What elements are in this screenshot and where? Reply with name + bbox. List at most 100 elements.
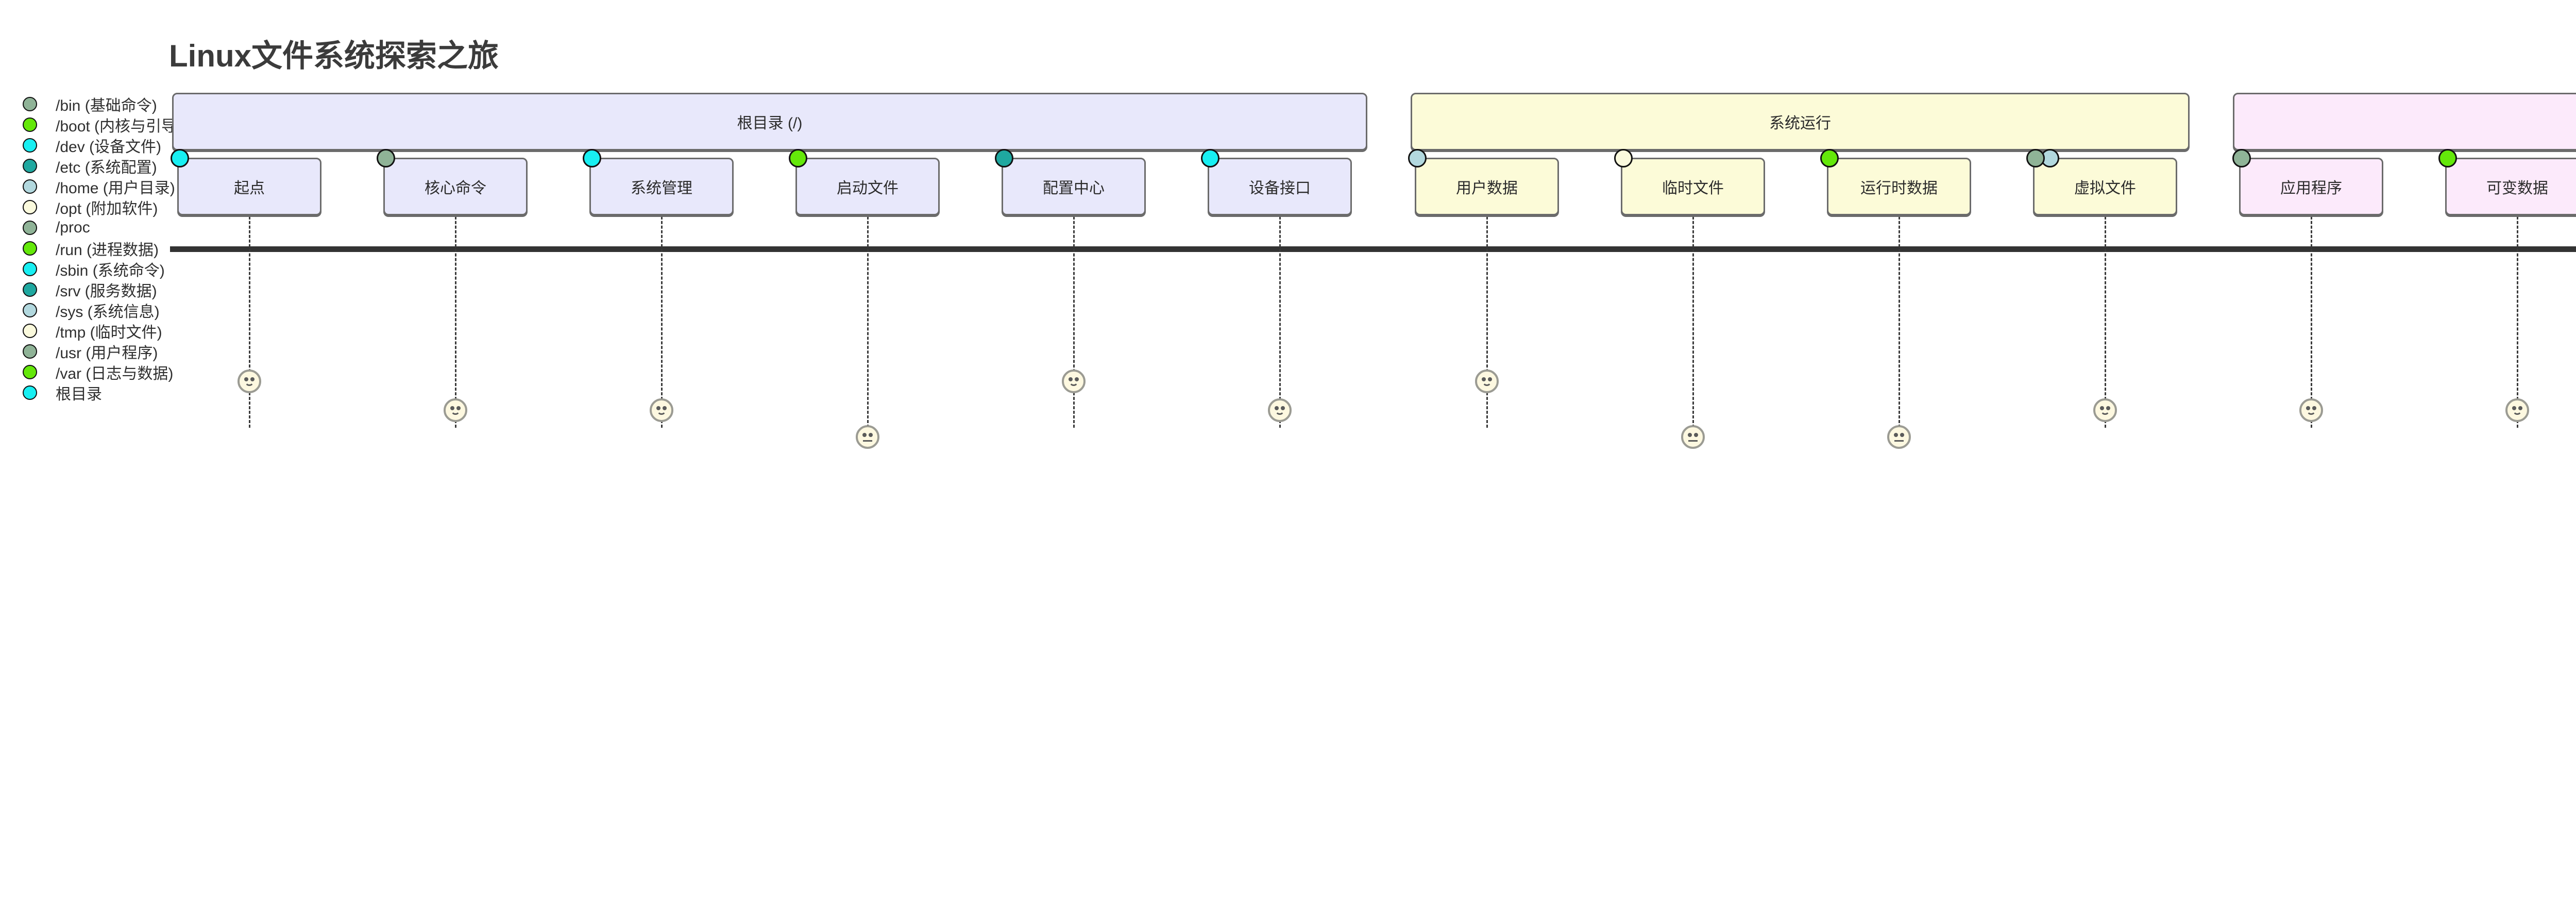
legend-color-swatch-icon [23,159,37,173]
milestone-card-label: 系统管理 [631,180,692,197]
legend-color-swatch-icon [23,179,37,194]
smiley-face-icon [1268,398,1292,422]
group-band[interactable]: 根目录 (/) [172,93,1367,150]
milestone-category-dot-icon [171,149,189,167]
milestone-card-label: 起点 [234,180,265,197]
face-eye-left-icon [450,406,454,410]
face-eye-left-icon [2100,406,2104,410]
face-mouth-icon [863,440,872,442]
milestone-card[interactable]: 虚拟文件 [2026,149,2177,215]
legend-color-swatch-icon [23,241,37,256]
milestone-card[interactable]: 起点 [171,149,321,215]
group-band[interactable]: 应用与数据 [2233,93,2576,150]
legend-item: /boot (内核与引导) [23,114,229,135]
milestone-category-dot-icon [2026,149,2045,167]
legend-item: /bin (基础命令) [23,94,229,114]
milestone-card-label: 运行时数据 [1860,180,1938,197]
face-mouth-icon [1688,440,1698,442]
legend-item-label: /home (用户目录) [56,180,175,197]
legend-item: 根目录 [23,382,229,403]
face-eye-right-icon [2312,406,2316,410]
milestone-card[interactable]: 应用程序 [2232,149,2383,215]
legend-item-label: /sbin (系统命令) [56,262,165,279]
group-band[interactable]: 系统运行 [1411,93,2190,150]
legend-color-swatch-icon [23,117,37,132]
smiley-face-icon [1475,369,1499,393]
milestone-category-dot-icon [1614,149,1633,167]
face-eye-left-icon [1275,406,1279,410]
milestone-card[interactable]: 用户数据 [1408,149,1559,215]
milestone-category-dot-icon [583,149,601,167]
milestone-card[interactable]: 运行时数据 [1820,149,1971,215]
smiley-face-icon [2299,398,2323,422]
legend-item: /srv (服务数据) [23,279,229,300]
legend-item: /home (用户目录) [23,176,229,197]
group-band-label: 系统运行 [1769,115,1831,132]
face-eye-right-icon [1075,377,1079,381]
face-eye-right-icon [663,406,667,410]
legend-item-label: /var (日志与数据) [56,365,174,382]
face-eye-right-icon [1281,406,1285,410]
face-eye-left-icon [1894,433,1898,437]
legend-item: /proc [23,217,229,238]
face-eye-right-icon [456,406,461,410]
face-eye-left-icon [656,406,660,410]
legend-item-label: /run (进程数据) [56,242,159,259]
milestone-connector-line [1073,170,1075,428]
milestone-category-dot-icon [1201,149,1219,167]
legend-item: /tmp (临时文件) [23,321,229,341]
timeline-axis-line [170,246,2576,252]
milestone-category-dot-icon [1408,149,1427,167]
milestone-card-label: 应用程序 [2280,180,2342,197]
face-eye-left-icon [1688,433,1692,437]
face-eye-right-icon [250,377,255,381]
legend-item: /opt (附加软件) [23,197,229,217]
legend-item: /usr (用户程序) [23,341,229,362]
milestone-card-label: 配置中心 [1043,180,1105,197]
legend-color-swatch-icon [23,324,37,338]
milestone-connector-line [661,170,663,428]
milestone-card[interactable]: 系统管理 [583,149,734,215]
face-eye-right-icon [2518,406,2522,410]
legend-item-label: /boot (内核与引导) [56,118,182,135]
face-mouth-icon [1069,381,1078,386]
legend-item-label: /etc (系统配置) [56,159,157,176]
milestone-card-label: 可变数据 [2486,180,2548,197]
milestone-card[interactable]: 设备接口 [1201,149,1352,215]
face-eye-right-icon [1694,433,1698,437]
legend-item-label: /usr (用户程序) [56,345,158,362]
face-eye-left-icon [862,433,867,437]
milestone-connector-line [455,170,456,428]
milestone-card[interactable]: 可变数据 [2438,149,2576,215]
milestone-card[interactable]: 配置中心 [995,149,1146,215]
smiley-face-icon [650,398,673,422]
page-title: Linux文件系统探索之旅 [169,39,499,73]
neutral-face-icon [856,425,879,449]
face-mouth-icon [2100,410,2110,415]
face-eye-left-icon [2512,406,2516,410]
legend: /bin (基础命令)/boot (内核与引导)/dev (设备文件)/etc … [23,94,229,403]
group-band-label: 根目录 (/) [737,115,803,132]
face-eye-left-icon [1482,377,1486,381]
legend-color-swatch-icon [23,200,37,214]
legend-color-swatch-icon [23,365,37,379]
legend-item: /sbin (系统命令) [23,259,229,279]
legend-item: /etc (系统配置) [23,156,229,176]
face-mouth-icon [1482,381,1492,386]
legend-item-label: /tmp (临时文件) [56,324,162,341]
face-eye-left-icon [244,377,248,381]
milestone-card[interactable]: 启动文件 [789,149,940,215]
milestone-connector-line [2311,170,2312,428]
smiley-face-icon [2505,398,2529,422]
legend-item: /sys (系统信息) [23,300,229,321]
milestone-connector-line [249,170,250,428]
legend-color-swatch-icon [23,262,37,276]
face-eye-right-icon [1900,433,1904,437]
face-eye-right-icon [1488,377,1492,381]
milestone-card[interactable]: 核心命令 [377,149,528,215]
legend-item-label: 根目录 [56,386,102,403]
milestone-card[interactable]: 临时文件 [1614,149,1765,215]
smiley-face-icon [238,369,261,393]
milestone-connector-line [1899,170,1900,428]
